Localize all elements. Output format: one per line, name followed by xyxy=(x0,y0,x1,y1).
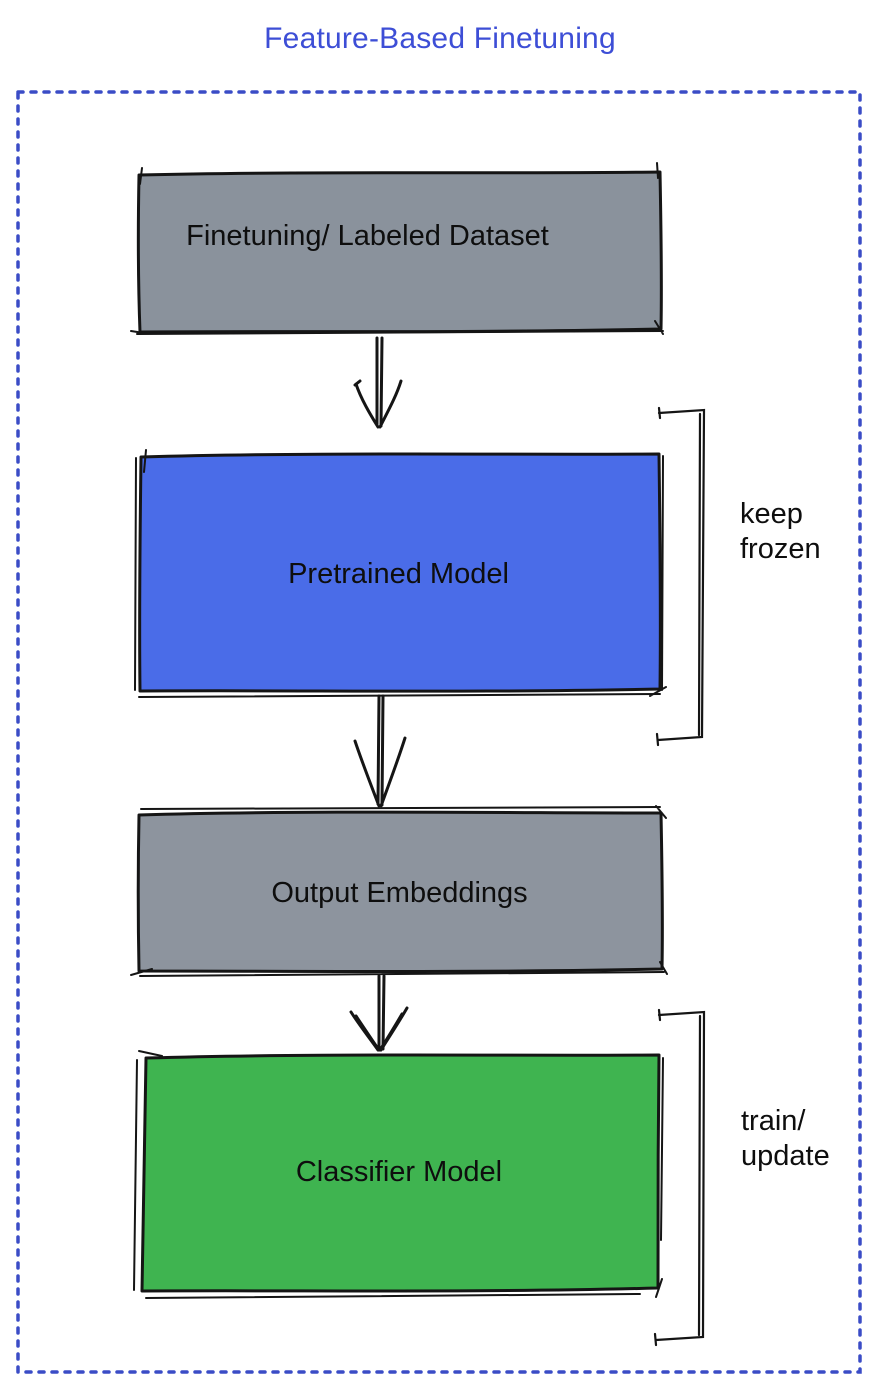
annotation-train-update: train/ update xyxy=(741,1104,830,1174)
bracket-keep-frozen xyxy=(655,406,706,747)
node-label-finetuning-dataset: Finetuning/ Labeled Dataset xyxy=(186,220,549,252)
annotation-train-update-line1: train/ xyxy=(741,1105,806,1137)
edge-pretrained-to-embeddings xyxy=(353,694,407,808)
edge-dataset-to-pretrained xyxy=(353,336,403,429)
annotation-train-update-line2: update xyxy=(741,1140,830,1172)
node-box-output-embeddings xyxy=(130,805,668,977)
node-box-finetuning-dataset xyxy=(130,162,664,335)
node-label-pretrained-model: Pretrained Model xyxy=(288,558,509,590)
annotation-keep-frozen: keep frozen xyxy=(740,497,821,567)
node-label-output-embeddings: Output Embeddings xyxy=(271,877,528,909)
dashed-container-border xyxy=(16,90,862,1374)
node-box-pretrained-model xyxy=(134,449,667,698)
annotation-keep-frozen-line2: frozen xyxy=(740,533,821,565)
node-box-classifier-model xyxy=(133,1050,664,1299)
node-label-classifier-model: Classifier Model xyxy=(295,1156,503,1188)
annotation-keep-frozen-line1: keep xyxy=(740,498,803,530)
edge-embeddings-to-classifier xyxy=(349,974,409,1052)
diagram-title: Feature-Based Finetuning xyxy=(264,22,616,55)
bracket-train-update xyxy=(653,1008,706,1347)
